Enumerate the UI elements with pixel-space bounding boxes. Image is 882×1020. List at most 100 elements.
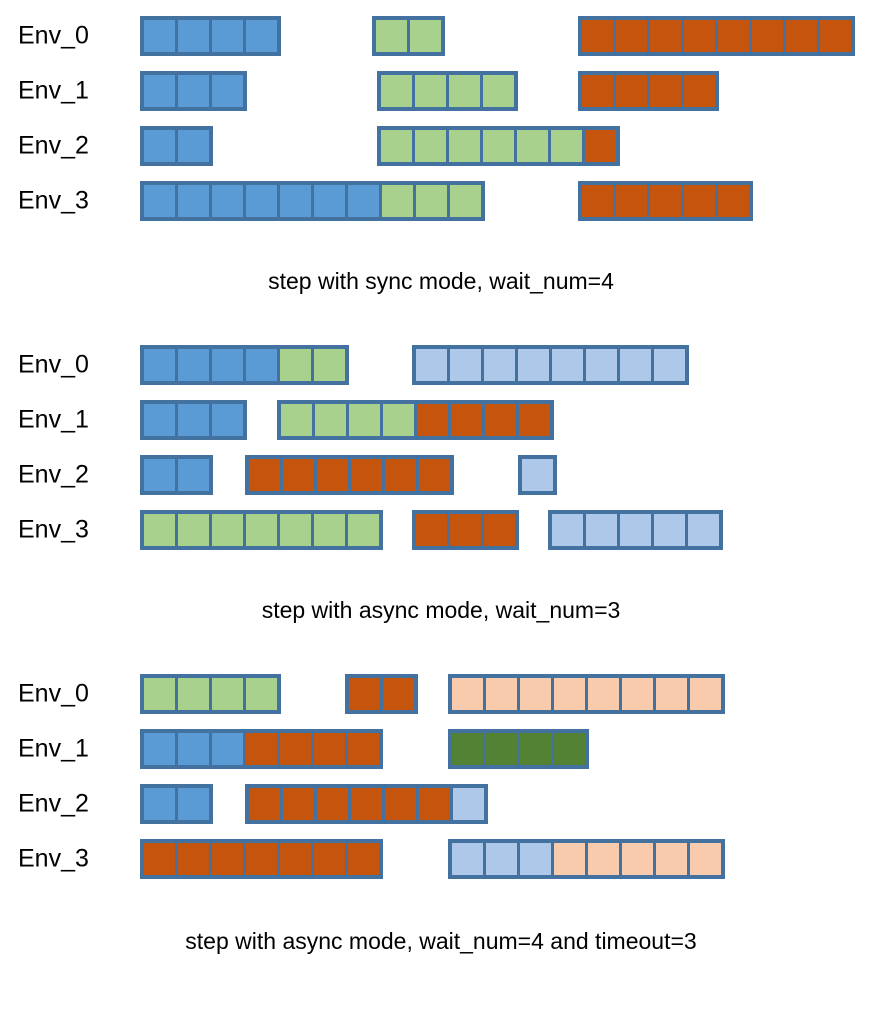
step-cell-blue [212,403,243,436]
block-group [140,344,349,385]
block-group [548,509,723,550]
step-cell-orange [385,787,416,820]
step-cell-green [212,513,243,546]
step-cell-blue [144,732,175,765]
block-group [412,344,689,385]
step-cell-orange [212,842,243,875]
step-cell-darkgreen [452,732,483,765]
step-cell-orange [650,19,681,52]
step-cell-green [416,184,447,217]
step-cell-green [383,403,414,436]
block-group [448,673,725,714]
step-cell-lightblue [620,513,651,546]
step-cell-blue [144,787,175,820]
step-cell-green [348,513,379,546]
step-cell-orange [519,403,550,436]
block-group [578,70,719,111]
step-cell-green [280,348,311,381]
block-group [518,454,557,495]
timeline-row: Env_1 [0,63,882,118]
step-cell-green [381,74,412,107]
step-cell-blue [212,74,243,107]
step-cell-blue [212,184,243,217]
row-label-env_0: Env_0 [18,21,89,49]
step-cell-peach [656,677,687,710]
step-cell-peach [690,677,721,710]
step-cell-blue [178,348,209,381]
step-cell-peach [690,842,721,875]
step-cell-peach [554,842,585,875]
step-cell-orange [786,19,817,52]
step-cell-orange [484,513,515,546]
block-group [277,399,554,440]
step-cell-blue [144,403,175,436]
timeline-row: Env_3 [0,502,882,557]
step-cell-blue [212,732,243,765]
step-cell-orange [616,19,647,52]
row-label-env_3: Env_3 [18,515,89,543]
step-cell-orange [144,842,175,875]
step-cell-orange [283,787,314,820]
step-cell-green [178,513,209,546]
step-cell-lightblue [586,348,617,381]
step-cell-green [314,348,345,381]
step-cell-blue [144,129,175,162]
step-cell-orange [650,74,681,107]
step-cell-lightblue [586,513,617,546]
step-cell-green [449,129,480,162]
step-cell-green [246,513,277,546]
step-cell-orange [249,787,280,820]
step-cell-green [178,677,209,710]
step-cell-blue [348,184,379,217]
panel-caption: step with sync mode, wait_num=4 [268,268,614,294]
step-cell-orange [582,74,613,107]
row-label-env_1: Env_1 [18,734,89,762]
step-cell-blue [178,732,209,765]
row-label-env_2: Env_2 [18,789,89,817]
step-cell-peach [622,842,653,875]
step-cell-orange [280,842,311,875]
step-cell-darkgreen [554,732,585,765]
step-cell-darkgreen [520,732,551,765]
step-cell-lightblue [522,458,553,491]
block-group [412,509,519,550]
block-group [448,838,725,879]
row-label-env_2: Env_2 [18,131,89,159]
step-cell-blue [144,348,175,381]
step-cell-peach [554,677,585,710]
step-cell-green [415,129,446,162]
block-group [140,838,383,879]
step-cell-orange [348,842,379,875]
row-label-env_0: Env_0 [18,679,89,707]
step-cell-orange [246,732,277,765]
timeline-row: Env_1 [0,392,882,447]
step-cell-green [144,677,175,710]
row-label-env_3: Env_3 [18,844,89,872]
step-cell-orange [317,458,348,491]
block-group [140,783,213,824]
step-cell-blue [144,458,175,491]
timeline-row: Env_3 [0,173,882,228]
step-cell-peach [622,677,653,710]
step-cell-orange [417,403,448,436]
step-cell-orange [718,184,749,217]
timeline-row: Env_0 [0,8,882,63]
step-cell-blue [144,74,175,107]
panel-caption: step with async mode, wait_num=4 and tim… [185,928,697,954]
step-cell-peach [520,677,551,710]
block-group [140,70,247,111]
block-group [578,180,753,221]
step-cell-lightblue [452,842,483,875]
step-cell-green [381,129,412,162]
step-cell-orange [752,19,783,52]
step-cell-green [483,129,514,162]
step-cell-blue [246,19,277,52]
step-cell-lightblue [552,513,583,546]
timeline-row: Env_0 [0,337,882,392]
step-cell-green [314,513,345,546]
step-cell-orange [385,458,416,491]
step-cell-orange [684,19,715,52]
step-cell-orange [451,403,482,436]
